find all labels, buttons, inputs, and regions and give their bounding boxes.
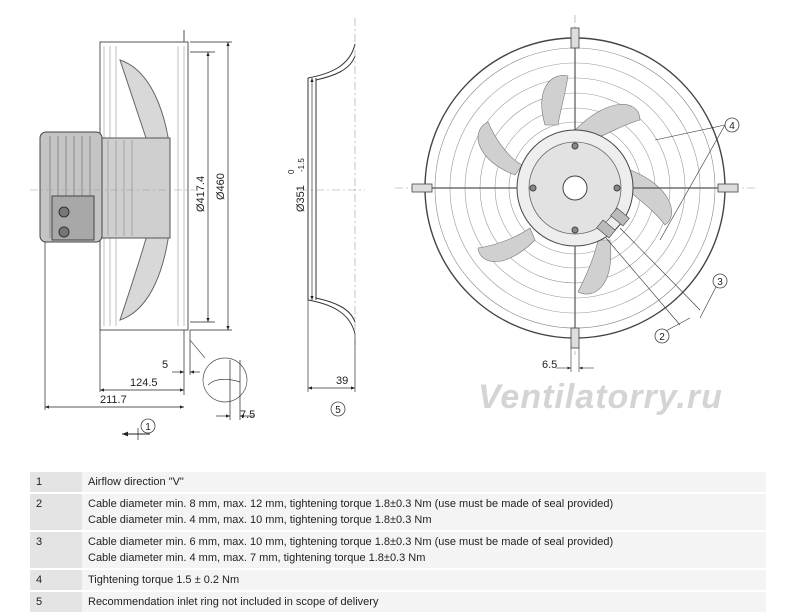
- note-number: 5: [30, 591, 82, 613]
- side-view-dimensions: [44, 41, 254, 440]
- dim-d417: Ø417.4: [195, 176, 207, 212]
- note-text: Cable diameter min. 6 mm, max. 10 mm, ti…: [82, 531, 766, 569]
- callout-5: 5: [330, 401, 346, 417]
- dim-d351-tol-upper: 0: [287, 169, 296, 174]
- callout-4-label: 4: [729, 121, 735, 132]
- note-line: Cable diameter min. 4 mm, max. 7 mm, tig…: [88, 552, 426, 564]
- technical-drawing: Ø417.4 Ø460 5 124.5 211.7 7.5 1 Ø351 0 -…: [30, 15, 755, 440]
- note-number: 3: [30, 531, 82, 569]
- note-number: 1: [30, 472, 82, 493]
- note-line: Cable diameter min. 8 mm, max. 12 mm, ti…: [88, 498, 614, 510]
- callout-1: 1: [140, 418, 156, 434]
- dim-d39: 39: [336, 375, 348, 387]
- note-number: 2: [30, 493, 82, 531]
- callout-3-label: 3: [717, 277, 723, 288]
- note-number: 4: [30, 569, 82, 591]
- note-line: Airflow direction "V": [88, 476, 184, 488]
- front-view: [395, 15, 755, 372]
- note-text: Airflow direction "V": [82, 472, 766, 493]
- note-line: Cable diameter min. 4 mm, max. 10 mm, ti…: [88, 514, 432, 526]
- note-line: Tightening torque 1.5 ± 0.2 Nm: [88, 574, 240, 586]
- note-text: Cable diameter min. 8 mm, max. 12 mm, ti…: [82, 493, 766, 531]
- callout-5-label: 5: [335, 405, 341, 416]
- dim-d6: 6.5: [542, 359, 557, 371]
- notes-row: 1 Airflow direction "V": [30, 472, 766, 493]
- callout-2: 2: [654, 328, 670, 344]
- note-text: Recommendation inlet ring not included i…: [82, 591, 766, 613]
- callout-1-label: 1: [145, 422, 151, 433]
- notes-row: 4 Tightening torque 1.5 ± 0.2 Nm: [30, 569, 766, 591]
- dim-d460: Ø460: [215, 173, 227, 200]
- note-line: Recommendation inlet ring not included i…: [88, 596, 379, 608]
- notes-row: 5 Recommendation inlet ring not included …: [30, 591, 766, 613]
- note-line: Cable diameter min. 6 mm, max. 10 mm, ti…: [88, 536, 614, 548]
- watermark: Ventilatorry.ru: [478, 378, 723, 416]
- side-view: [30, 30, 195, 331]
- dim-d5: 5: [162, 359, 168, 371]
- callout-4: 4: [724, 117, 740, 133]
- notes-row: 3 Cable diameter min. 6 mm, max. 10 mm, t…: [30, 531, 766, 569]
- dim-d351: Ø351: [295, 185, 307, 212]
- note-text: Tightening torque 1.5 ± 0.2 Nm: [82, 569, 766, 591]
- dim-d211: 211.7: [100, 394, 127, 406]
- callout-2-label: 2: [659, 332, 665, 343]
- dim-d351-tol-lower: -1.5: [297, 158, 306, 172]
- callout-3: 3: [712, 273, 728, 289]
- dim-d7: 7.5: [240, 409, 255, 421]
- inlet-ring-view: [300, 18, 365, 392]
- notes-row: 2 Cable diameter min. 8 mm, max. 12 mm, t…: [30, 493, 766, 531]
- dim-d124: 124.5: [130, 377, 158, 389]
